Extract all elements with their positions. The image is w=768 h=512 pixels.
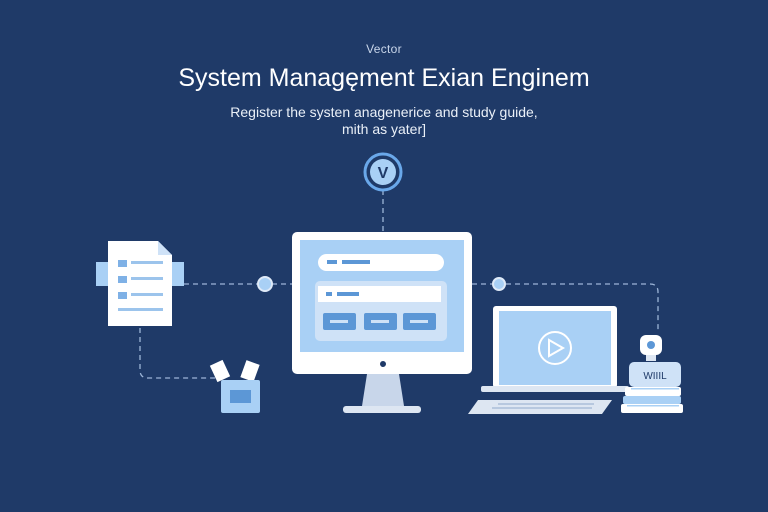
desktop-monitor-icon xyxy=(292,232,472,413)
connector-lines xyxy=(139,190,659,379)
connector-dot-right xyxy=(492,277,506,291)
pen-holder-icon xyxy=(209,359,260,413)
books-label: WIIIL xyxy=(643,371,667,382)
play-icon xyxy=(538,331,572,365)
logo-letter: V xyxy=(378,165,389,182)
robot-icon: WIIIL xyxy=(629,335,681,387)
logo-circle-icon: V xyxy=(363,152,403,192)
books-icon xyxy=(621,387,683,413)
document-icon xyxy=(96,241,184,326)
connector-dot-left xyxy=(257,276,273,292)
kicker-text: Vector xyxy=(366,42,402,56)
page-title: System Managęment Exian Enginem xyxy=(178,64,590,92)
subtitle-line-2: mith as yater] xyxy=(341,121,427,137)
subtitle-line-1: Register the systen anagenerice and stud… xyxy=(230,104,538,120)
laptop-icon xyxy=(468,306,629,414)
